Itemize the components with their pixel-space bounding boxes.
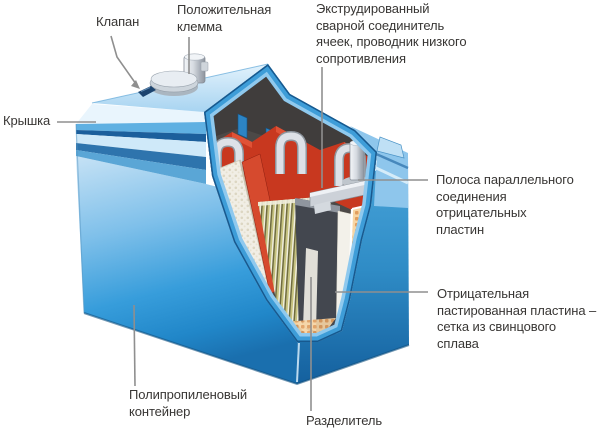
corner-highlight	[296, 342, 300, 383]
cut-rim	[204, 64, 377, 342]
positive-terminal	[149, 53, 209, 96]
label-parallel-strap: Полоса параллельного соединения отрицате…	[436, 172, 574, 237]
label-cell-connector: Экструдированный сварной соединитель яче…	[316, 1, 467, 66]
bottom-edge	[83, 312, 410, 386]
lid-ridges	[76, 104, 206, 184]
label-container: Полипропиленовый контейнер	[129, 387, 248, 419]
label-cover: Крышка	[3, 113, 51, 128]
leader-lines	[57, 35, 428, 411]
label-separator: Разделитель	[306, 413, 383, 428]
leader-valve	[110, 35, 137, 85]
leader-container	[133, 304, 136, 387]
leader-valve-arrowhead	[131, 80, 140, 89]
label-negative-plate: Отрицательная пастированная пластина – с…	[437, 286, 597, 351]
lid-tab	[376, 136, 405, 159]
label-positive-terminal: Положительная клемма	[177, 2, 272, 34]
valve-slot	[138, 86, 156, 97]
label-valve: Клапан	[96, 14, 140, 29]
